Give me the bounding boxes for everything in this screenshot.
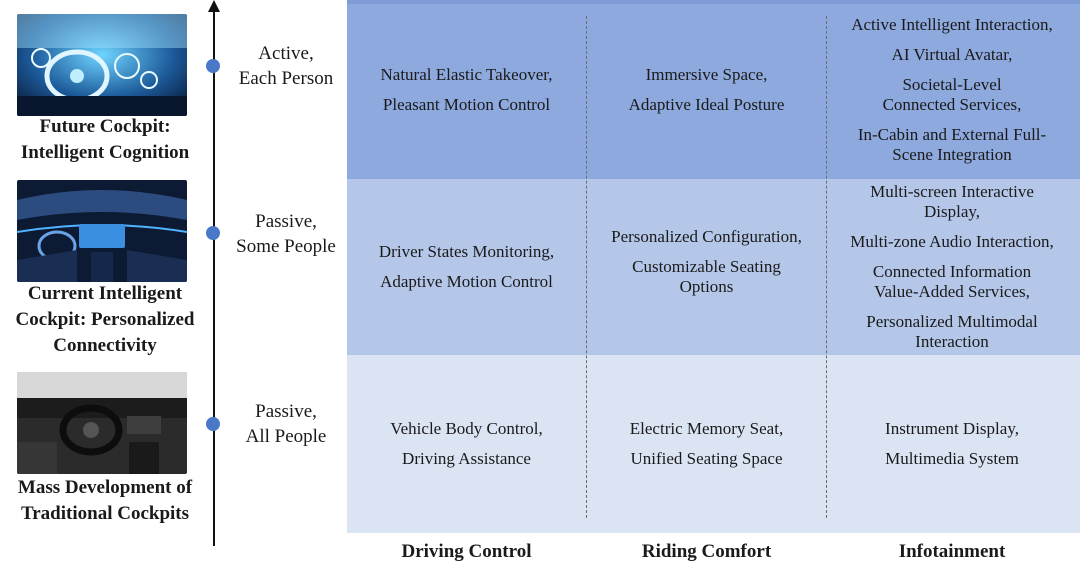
column-divider: [826, 16, 827, 518]
band-current: [347, 179, 1080, 355]
future-cockpit-image: [17, 14, 187, 116]
cell-future-infotainment: Active Intelligent Interaction, AI Virtu…: [851, 15, 1053, 164]
cell-current-infotainment: Multi-screen Interactive Display, Multi-…: [850, 182, 1054, 351]
cell-future-riding: Immersive Space,Adaptive Ideal Posture: [628, 64, 785, 114]
axis-arrow-head: [208, 0, 220, 12]
column-header-riding-comfort: Riding Comfort: [641, 541, 772, 562]
cell-future-driving: Natural Elastic Takeover,Pleasant Motion…: [380, 64, 553, 114]
timeline-axis: [213, 10, 215, 546]
cell-traditional-riding: Electric Memory Seat,Unified Seating Spa…: [629, 419, 784, 468]
column-divider: [586, 16, 587, 518]
band-future: [347, 0, 1080, 179]
cell-traditional-infotainment: Instrument Display,Multimedia System: [885, 419, 1019, 468]
timeline-dot-traditional: [206, 417, 220, 431]
band-traditional: [347, 355, 1080, 533]
column-header-infotainment: Infotainment: [898, 541, 1006, 562]
cell-traditional-driving: Vehicle Body Control,Driving Assistance: [390, 419, 543, 468]
cell-current-riding: Personalized Configuration, Customizable…: [611, 227, 802, 296]
stage-label-future: Future Cockpit:Intelligent Cognition: [20, 116, 190, 163]
traditional-cockpit-image: [17, 372, 187, 474]
cell-current-driving: Driver States Monitoring,Adaptive Motion…: [378, 242, 555, 291]
column-header-driving-control: Driving Control: [401, 541, 532, 562]
current-cockpit-image: [17, 180, 187, 282]
timeline-dot-current: [206, 226, 220, 240]
mode-future: Active,Each Person: [238, 43, 334, 89]
mode-traditional: Passive,All People: [245, 401, 327, 447]
timeline-dot-future: [206, 59, 220, 73]
mode-current: Passive,Some People: [236, 211, 336, 257]
